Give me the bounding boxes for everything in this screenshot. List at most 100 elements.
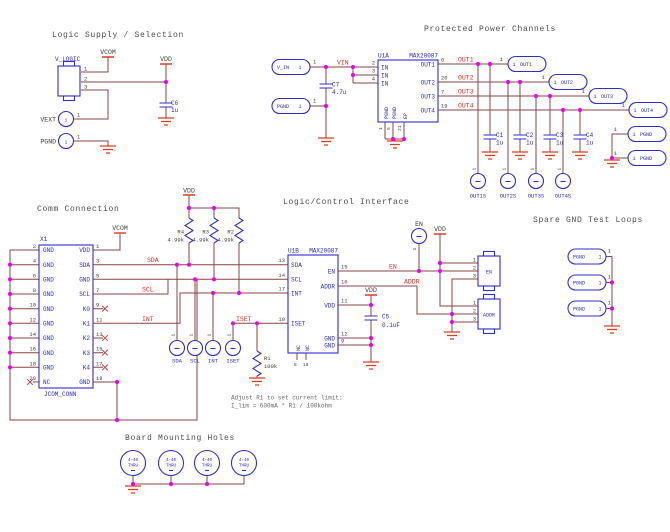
pin-number: 1	[313, 98, 317, 105]
testpoint-label: INT	[208, 358, 219, 365]
net-label-sda: SDA	[147, 257, 159, 264]
ground-symbol	[443, 331, 461, 340]
pin-number: 7	[441, 89, 444, 96]
mounting-hole	[119, 449, 147, 477]
pin-number: 12	[341, 331, 348, 338]
pin-number: 14	[278, 272, 285, 279]
testpoint-iset	[224, 339, 242, 357]
pin-name: OUT2	[421, 79, 436, 86]
section-mounting-holes: Board Mounting Holes 4-40 THRU 4-40 THRU…	[119, 434, 258, 494]
section-title: Comm Connection	[37, 205, 120, 214]
connector-label: PGND	[640, 156, 652, 162]
pin-number: 1	[614, 150, 618, 157]
net-label-vcom: VCOM	[100, 49, 116, 56]
pin-number: 3	[96, 258, 99, 265]
junction-dot	[609, 306, 615, 311]
pin-name: NC	[296, 345, 302, 351]
connector-label: PGND	[573, 281, 585, 287]
section-title: Protected Power Channels	[424, 25, 556, 34]
pin-number: 1	[502, 168, 508, 171]
connector-pin: 1	[553, 80, 556, 86]
capacitor-c1	[482, 134, 498, 140]
resistor-r1	[252, 350, 262, 377]
pin-number: 2	[84, 76, 87, 83]
partname-u1b: MAX20087	[309, 248, 338, 255]
pin-number: 17	[96, 360, 103, 367]
value-r2: 4.99k	[217, 237, 234, 244]
value-r4: 4.99k	[167, 237, 184, 244]
net-label-vcom: VCOM	[112, 225, 128, 232]
value-c6: 1u	[171, 107, 179, 114]
pin-number: 1	[313, 59, 317, 66]
v-logic-jumper	[57, 60, 81, 102]
testpoint-out2s	[499, 172, 517, 190]
pin-name: GND	[324, 335, 335, 342]
testpoint-int	[204, 339, 222, 357]
junction-dots	[174, 205, 455, 348]
net-label-int: INT	[142, 316, 154, 323]
connector-pin: 1	[598, 307, 601, 313]
pin-name: ADDR	[321, 283, 336, 290]
value-c1: 1u	[496, 140, 504, 147]
pin-number: 1	[412, 248, 418, 251]
pin-number: 1	[378, 127, 384, 130]
connector-label: OUT2	[561, 80, 573, 86]
connector-pin: 1	[598, 281, 601, 287]
pin-name: PGND	[384, 107, 390, 119]
pin-name: IN	[381, 64, 389, 71]
pin-number: 8	[294, 362, 297, 368]
pin-number: 19	[441, 103, 448, 110]
pin-name: VDD	[79, 247, 90, 254]
refdes-u1b: U1B	[288, 248, 299, 255]
connector-label: PGND	[573, 307, 585, 313]
pin-name: GND	[43, 262, 54, 269]
net-label-iset: ISET	[236, 316, 252, 323]
refdes-c3: C3	[556, 132, 564, 139]
note-line1: Adjust R1 to set current limit:	[231, 395, 343, 402]
pin-number: 1	[96, 243, 100, 250]
pin-name: ISET	[291, 321, 306, 328]
pin-number: 16	[29, 346, 36, 353]
net-label-out3: OUT3	[458, 89, 474, 96]
pin-number: 3	[473, 316, 476, 323]
testpoint-en-label: EN	[415, 221, 423, 228]
pin-number: 2	[33, 243, 36, 250]
pin-name: NC	[43, 379, 51, 386]
net-label-en: EN	[389, 264, 397, 271]
pin-name: K0	[83, 306, 91, 313]
value-r3: 4.99k	[192, 237, 209, 244]
capacitor-c7	[318, 83, 334, 89]
pin-number: 19	[96, 375, 103, 382]
power-bars	[183, 194, 446, 296]
net-label-vdd: VDD	[434, 226, 446, 233]
refdes-c5: C5	[382, 314, 390, 321]
capacitor-c2	[512, 134, 528, 140]
testpoint-label: ISET	[226, 358, 240, 365]
hole-size-label: 4-40	[202, 459, 213, 463]
hole-type-label: THRU	[128, 465, 139, 469]
jumper-addr-label: ADDR	[483, 313, 495, 319]
pin-number: 1	[473, 300, 477, 307]
capacitor-c5	[363, 315, 379, 321]
connector-pin: 1	[593, 94, 596, 100]
pin-name: GND	[43, 247, 54, 254]
pin-number: 17	[278, 286, 285, 293]
ground-symbol	[571, 151, 589, 160]
connector-pin: 1	[632, 156, 635, 162]
pin-number: 2	[473, 265, 476, 272]
pin-number: 10	[278, 316, 285, 323]
pin-number: 9	[341, 338, 344, 345]
mounting-hole	[230, 449, 258, 477]
pin-number: 20	[441, 75, 448, 82]
pin-number: 20	[29, 375, 36, 382]
net-label-out4: OUT4	[458, 103, 474, 110]
pin-name: GND	[43, 365, 54, 372]
net-label-addr: ADDR	[404, 279, 420, 286]
value-c4: 1u	[586, 140, 594, 147]
pin-number: 18	[29, 360, 36, 367]
net-label-out1: OUT1	[458, 57, 474, 64]
pin-number: 2	[372, 60, 375, 67]
section-logic-supply: Logic Supply / Selection VCOM V_LOGIC 1 …	[40, 31, 183, 154]
connector-pin: 1	[298, 65, 301, 71]
